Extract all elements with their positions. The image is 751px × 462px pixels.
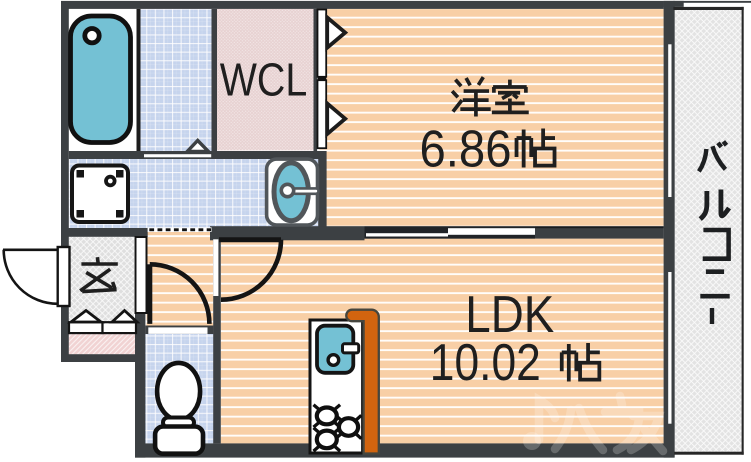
svg-text:LDK: LDK	[465, 285, 554, 343]
svg-text:10.02: 10.02	[430, 333, 541, 391]
svg-text:6.86: 6.86	[420, 121, 512, 179]
svg-text:WCL: WCL	[220, 54, 308, 106]
